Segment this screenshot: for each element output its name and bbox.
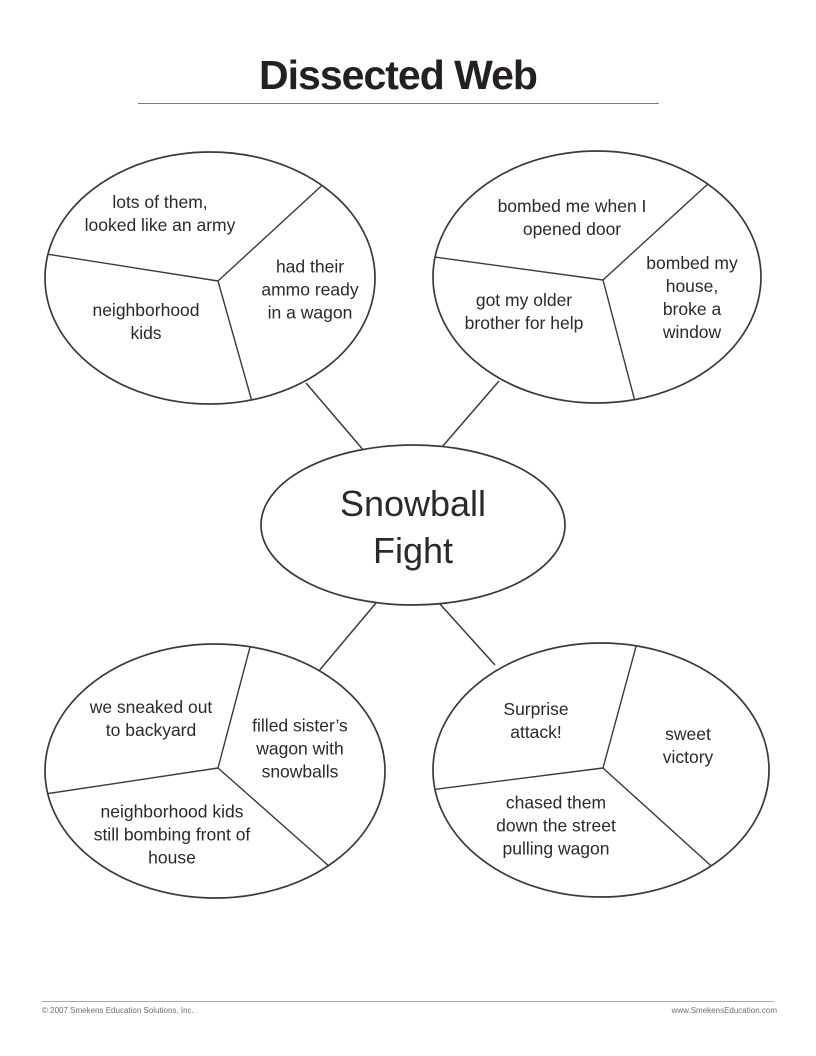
segment-label-bottom-right-3: chased them down the street pulling wago… [496,792,616,859]
ellipse-bottom-left [44,643,386,899]
ellipse-top-left [44,151,376,405]
footer-website: www.SmekensEducation.com [671,1006,777,1015]
segment-label-top-left-1: lots of them, looked like an army [84,192,236,235]
center-node-label: Snowball Fight [339,483,487,571]
connector-bottom-right [438,602,496,666]
connector-bottom-left [317,602,377,673]
connector-top-left [305,382,366,453]
dividers-bottom-left [45,644,385,898]
segment-label-bottom-right-2: sweet victory [662,724,714,767]
segment-label-bottom-left-1: we sneaked out to backyard [89,697,213,740]
segment-label-top-right-3: got my older brother for help [464,290,584,333]
segment-label-top-left-3: neighborhood kids [92,300,200,343]
footer-rule [42,1001,774,1002]
title-underline [138,103,659,104]
segment-label-bottom-left-3: neighborhood kids still bombing front of… [93,801,251,868]
segment-label-top-right-1: bombed me when I opened door [497,196,647,239]
segment-label-top-left-2: had their ammo ready in a wagon [261,256,359,323]
segment-label-bottom-left-2: filled sister’s wagon with snowballs [252,715,348,782]
ellipse-top-right [432,150,762,404]
page-title: Dissected Web [259,52,538,98]
connector-top-right [441,380,500,448]
connector-lines [305,380,500,673]
segment-label-bottom-right-1: Surprise attack! [503,699,569,742]
ellipse-center [260,444,566,606]
footer-copyright: © 2007 Smekens Education Solutions, Inc. [42,1006,194,1015]
dividers-bottom-right [433,643,769,897]
segment-label-top-right-2: bombed my house, broke a window [646,253,738,342]
ellipse-bottom-right [432,642,770,898]
